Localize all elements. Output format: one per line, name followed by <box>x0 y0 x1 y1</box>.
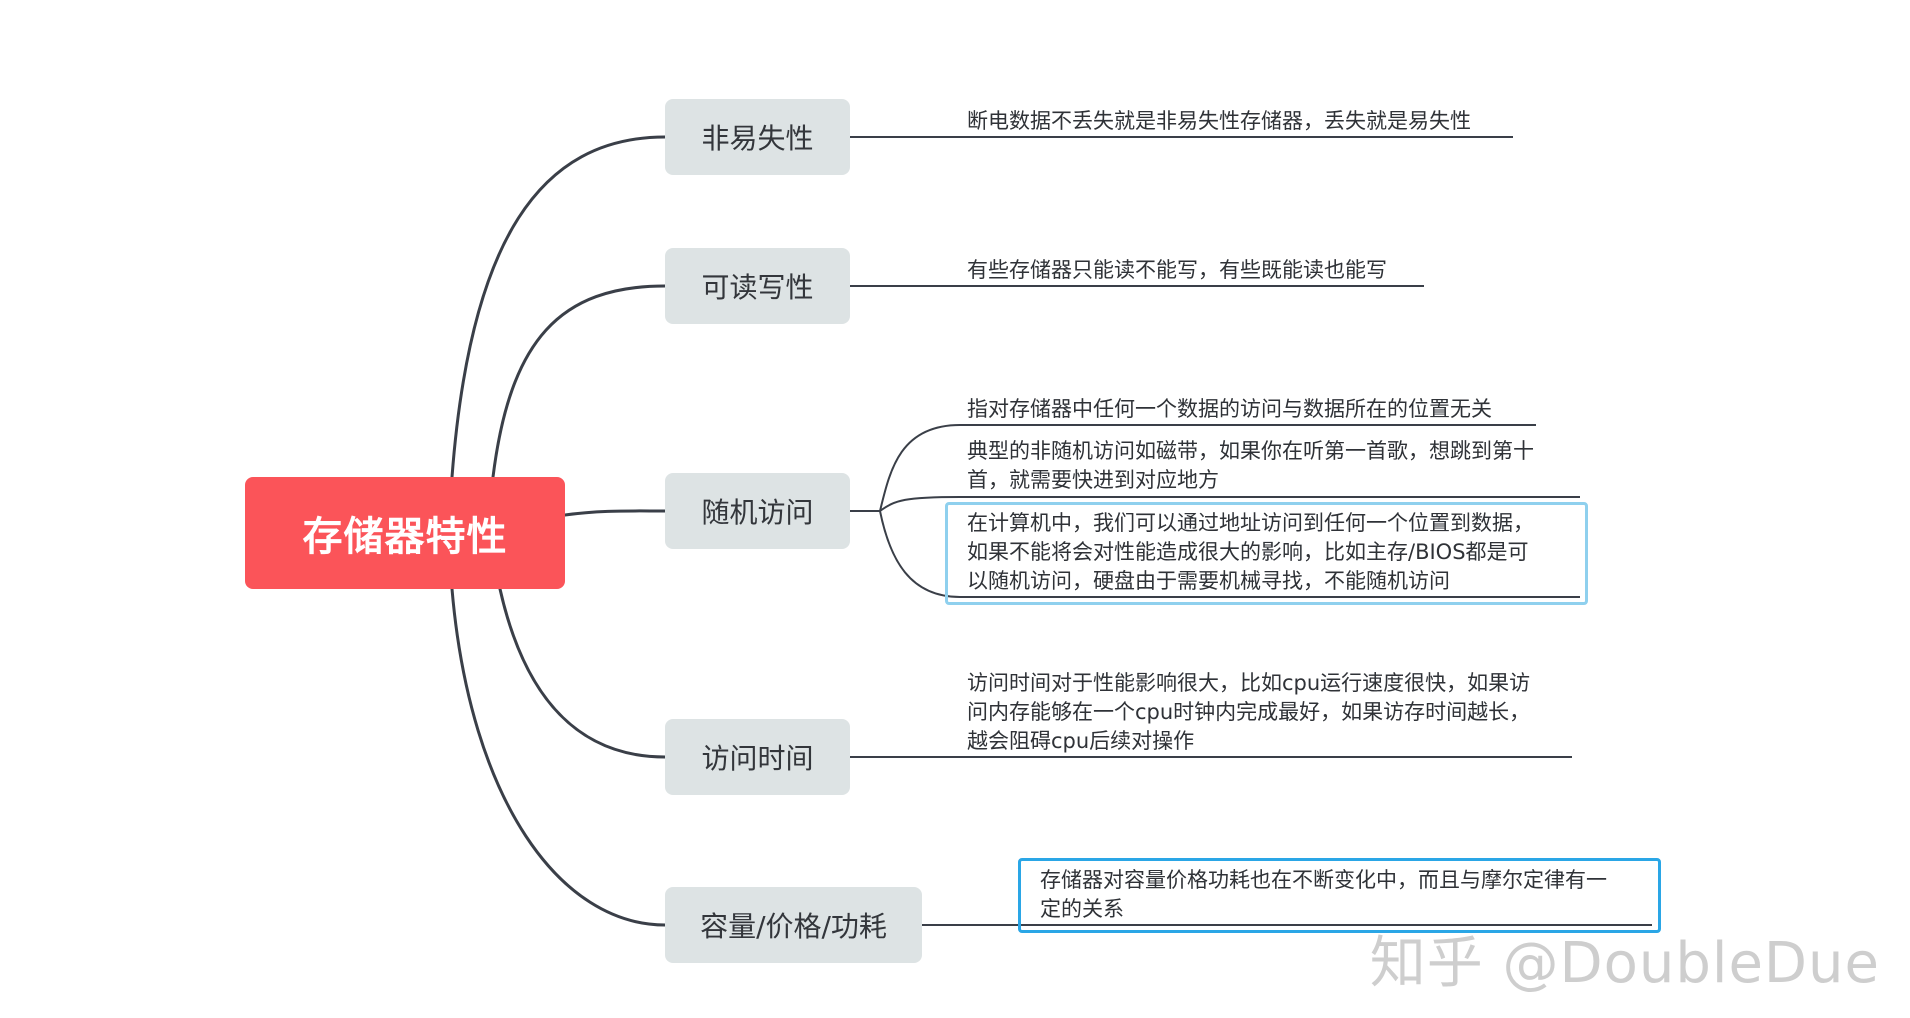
note-line: 在计算机中，我们可以通过地址访问到任何一个位置到数据， <box>967 511 1534 535</box>
note-line: 访问时间对于性能影响很大，比如cpu运行速度很快，如果访 <box>967 671 1531 695</box>
note-access-time-1[interactable]: 访问时间对于性能影响很大，比如cpu运行速度很快，如果访 问内存能够在一个cpu… <box>967 669 1530 756</box>
connector-topic-3-note-3 <box>879 510 961 598</box>
connector-root-topic-2 <box>491 284 667 479</box>
note-random-access-3[interactable]: 在计算机中，我们可以通过地址访问到任何一个位置到数据， 如果不能将会对性能造成很… <box>967 509 1534 596</box>
note-line: 越会阻碍cpu后续对操作 <box>967 729 1195 753</box>
note-line: 首，就需要快进到对应地方 <box>967 468 1219 492</box>
note-read-write-1[interactable]: 有些存储器只能读不能写，有些既能读也能写 <box>967 256 1387 285</box>
connector-root-topic-5 <box>450 587 667 927</box>
connector-root-topic-3 <box>563 509 667 517</box>
note-line: 典型的非随机访问如磁带，如果你在听第一首歌，想跳到第十 <box>967 439 1534 463</box>
note-capacity-price-power-1[interactable]: 存储器对容量价格功耗也在不断变化中，而且与摩尔定律有一 定的关系 <box>1040 866 1607 924</box>
note-line: 存储器对容量价格功耗也在不断变化中，而且与摩尔定律有一 <box>1040 868 1607 892</box>
note-line: 定的关系 <box>1040 897 1124 921</box>
selection-frame-capacity-1 <box>1018 858 1661 933</box>
note-random-access-2[interactable]: 典型的非随机访问如磁带，如果你在听第一首歌，想跳到第十 首，就需要快进到对应地方 <box>967 437 1534 495</box>
note-random-access-1[interactable]: 指对存储器中任何一个数据的访问与数据所在的位置无关 <box>967 395 1492 424</box>
selection-frame-random-access-3 <box>945 502 1588 605</box>
note-line: 有些存储器只能读不能写，有些既能读也能写 <box>967 258 1387 282</box>
topic-random-access[interactable]: 随机访问 <box>665 473 850 549</box>
note-line: 如果不能将会对性能造成很大的影响，比如主存/BIOS都是可 <box>967 540 1529 564</box>
root-node[interactable]: 存储器特性 <box>245 477 565 589</box>
note-line: 断电数据不丢失就是非易失性存储器，丢失就是易失性 <box>967 109 1471 133</box>
note-line: 问内存能够在一个cpu时钟内完成最好，如果访存时间越长， <box>967 700 1531 724</box>
topic-access-time[interactable]: 访问时间 <box>665 719 850 795</box>
note-line: 以随机访问，硬盘由于需要机械寻找，不能随机访问 <box>967 569 1450 593</box>
connector-root-topic-1 <box>450 135 667 479</box>
note-line: 指对存储器中任何一个数据的访问与数据所在的位置无关 <box>967 397 1492 421</box>
topic-nonvolatile[interactable]: 非易失性 <box>665 99 850 175</box>
topic-capacity-price-power[interactable]: 容量/价格/功耗 <box>665 887 922 963</box>
note-nonvolatile-1[interactable]: 断电数据不丢失就是非易失性存储器，丢失就是易失性 <box>967 107 1471 136</box>
watermark: 知乎 @DoubleDue <box>1369 931 1880 996</box>
connector-root-topic-4 <box>498 587 667 759</box>
topic-read-write[interactable]: 可读写性 <box>665 248 850 324</box>
connector-topic-3-note-2 <box>879 496 961 512</box>
connector-topic-3-note-1 <box>879 424 961 512</box>
